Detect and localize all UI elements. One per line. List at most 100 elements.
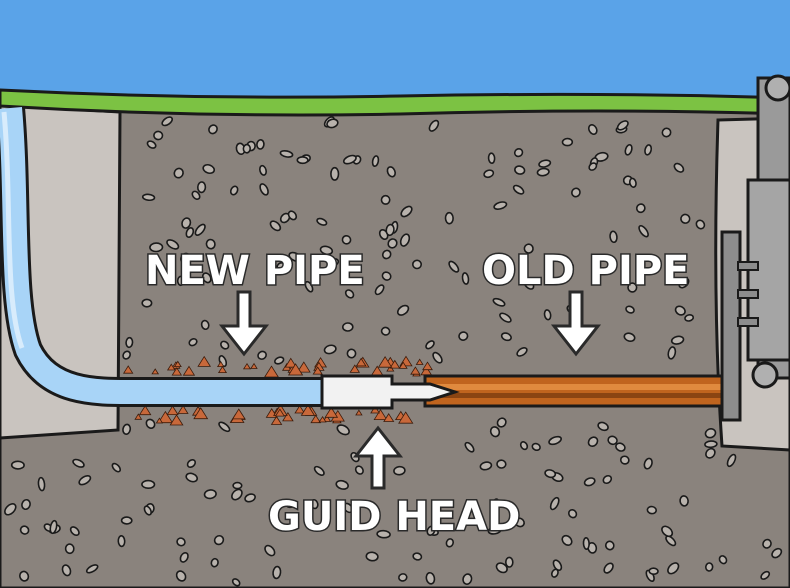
pebble bbox=[147, 254, 157, 265]
debris-fragment bbox=[250, 362, 258, 369]
pebble bbox=[425, 340, 435, 350]
pebble bbox=[176, 537, 186, 547]
debris-fragment bbox=[166, 405, 179, 416]
pebble bbox=[4, 503, 17, 516]
pebble bbox=[492, 297, 506, 307]
pebble bbox=[646, 505, 657, 515]
pebble bbox=[638, 224, 649, 238]
pebble bbox=[627, 282, 638, 293]
pebble bbox=[117, 535, 126, 548]
pebble bbox=[495, 562, 508, 574]
pebble bbox=[85, 564, 99, 574]
pebble bbox=[310, 498, 319, 510]
guide-head bbox=[320, 374, 460, 410]
pebble bbox=[381, 271, 392, 281]
pebble bbox=[371, 155, 380, 168]
pebble bbox=[202, 163, 216, 175]
pebble bbox=[201, 272, 212, 284]
pebble bbox=[385, 223, 395, 237]
pebble bbox=[173, 167, 184, 179]
pebble bbox=[643, 457, 653, 470]
pebble bbox=[186, 458, 197, 469]
pebble bbox=[279, 149, 294, 158]
pebble bbox=[428, 119, 440, 132]
pebble bbox=[412, 552, 423, 561]
pebble bbox=[665, 535, 677, 547]
pebble bbox=[386, 166, 396, 178]
pebble bbox=[326, 257, 340, 268]
pebble bbox=[432, 351, 443, 364]
debris-fragment bbox=[122, 365, 134, 374]
pebble bbox=[491, 498, 500, 511]
pebble bbox=[425, 571, 436, 585]
pebble bbox=[208, 124, 218, 135]
pebble bbox=[561, 137, 574, 147]
pebble bbox=[313, 465, 325, 476]
pebble bbox=[514, 165, 526, 175]
debris-fragment bbox=[169, 414, 184, 426]
pebble bbox=[552, 559, 563, 572]
pebble bbox=[464, 441, 475, 453]
debris-fragment bbox=[324, 406, 339, 418]
debris-fragment bbox=[294, 404, 306, 414]
pebble bbox=[670, 335, 685, 345]
debris-fragment bbox=[157, 410, 174, 424]
pebble bbox=[10, 460, 25, 470]
pebble bbox=[319, 245, 334, 256]
debris-fragment bbox=[355, 409, 363, 416]
pebble bbox=[276, 262, 287, 273]
pebble bbox=[145, 418, 156, 429]
guide-head-label: GUID HEAD bbox=[268, 494, 520, 540]
pebble bbox=[629, 177, 637, 188]
debris-fragment bbox=[231, 408, 246, 420]
pebble bbox=[374, 284, 385, 296]
pebble bbox=[285, 499, 298, 509]
pebble bbox=[259, 183, 269, 196]
pebble bbox=[582, 537, 590, 550]
debris-fragment bbox=[284, 357, 297, 368]
pebble bbox=[426, 525, 436, 536]
debris-fragment bbox=[349, 364, 361, 373]
pebble bbox=[188, 338, 198, 347]
pebble bbox=[680, 213, 691, 224]
pebble bbox=[536, 167, 550, 177]
pebble bbox=[531, 442, 541, 452]
debris-fragment bbox=[370, 405, 381, 414]
pebble bbox=[176, 275, 186, 287]
debris-fragment bbox=[138, 405, 152, 416]
pebble bbox=[141, 479, 156, 490]
debris-fragment bbox=[155, 417, 164, 424]
pebble bbox=[304, 280, 314, 293]
pebble bbox=[149, 242, 164, 253]
pebble bbox=[483, 169, 495, 179]
debris-fragment bbox=[193, 407, 209, 420]
pebble bbox=[49, 519, 58, 535]
soil-pebbles bbox=[4, 116, 783, 587]
pebble bbox=[648, 567, 659, 576]
pebble bbox=[218, 421, 231, 433]
pebble bbox=[543, 309, 552, 321]
pebble bbox=[704, 562, 714, 572]
old-pipe-label: OLD PIPE bbox=[482, 248, 689, 294]
pebble bbox=[400, 205, 413, 218]
debris-fragment bbox=[171, 367, 183, 376]
pebble bbox=[684, 314, 695, 322]
pebble bbox=[354, 465, 364, 475]
debris-fragment bbox=[282, 411, 294, 422]
pebble bbox=[125, 336, 134, 349]
pebble bbox=[122, 423, 132, 435]
pebble bbox=[695, 219, 706, 230]
debris-fragment bbox=[296, 361, 311, 373]
pebble bbox=[220, 340, 230, 350]
debris-fragment bbox=[217, 365, 228, 374]
pebble bbox=[496, 459, 507, 469]
pebble bbox=[69, 526, 80, 537]
down-arrow-icon bbox=[218, 290, 270, 357]
debris-fragment bbox=[151, 368, 160, 375]
pebble bbox=[583, 477, 596, 487]
pebble bbox=[264, 544, 276, 557]
pebble bbox=[259, 164, 267, 176]
debris-fragment bbox=[312, 366, 323, 375]
pebble bbox=[78, 474, 92, 486]
pebble bbox=[194, 223, 206, 236]
